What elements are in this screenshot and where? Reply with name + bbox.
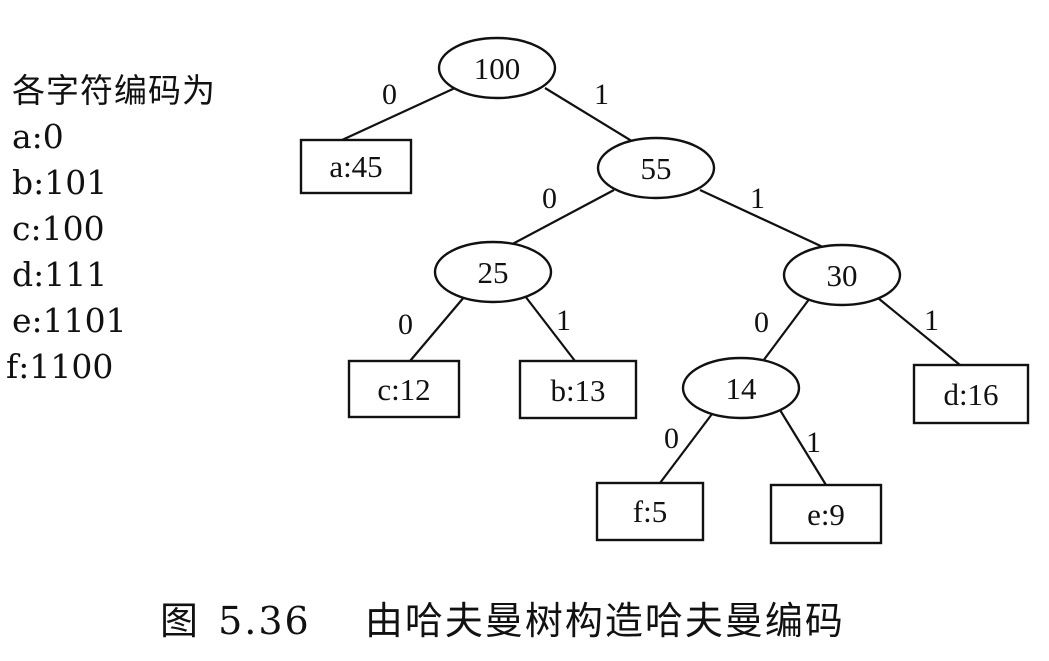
leaf-c-label: c:12 xyxy=(377,372,430,407)
edge-25-b xyxy=(524,295,576,362)
edge-100-a xyxy=(341,87,456,141)
leaf-b xyxy=(518,359,638,420)
code-entry-a: a:0 xyxy=(12,117,64,156)
edge-label-55-25: 0 xyxy=(542,182,557,215)
edge-label-14-e: 1 xyxy=(806,426,821,459)
edge-label-14-f: 0 xyxy=(664,422,679,455)
edge-55-25 xyxy=(504,189,615,249)
node-30 xyxy=(782,243,902,307)
figure-number: 5.36 xyxy=(218,599,311,643)
leaf-e xyxy=(769,483,883,545)
node-30-label: 30 xyxy=(827,258,858,293)
code-entry-e: e:1101 xyxy=(12,301,127,340)
figure-title: 由哈夫曼树构造哈夫曼编码 xyxy=(364,599,845,643)
node-25 xyxy=(433,240,553,304)
leaf-c xyxy=(347,359,461,419)
edge-label-100-a: 0 xyxy=(382,78,397,111)
edge-label-25-c: 0 xyxy=(398,308,413,341)
leaf-a xyxy=(299,138,413,195)
node-14-label: 14 xyxy=(726,371,758,406)
edge-label-30-14: 0 xyxy=(754,306,769,339)
code-entry-d: d:111 xyxy=(12,255,108,294)
code-table: 各字符编码为 a:0 b:101 c:100 d:111 e:1101 f:11… xyxy=(6,68,216,390)
edge-14-e xyxy=(779,409,827,486)
leaf-d xyxy=(912,363,1030,425)
leaf-b-label: b:13 xyxy=(550,373,605,408)
code-table-heading: 各字符编码为 xyxy=(12,71,216,110)
leaf-f xyxy=(595,481,705,542)
leaf-f-label: f:5 xyxy=(633,494,667,529)
edge-label-25-b: 1 xyxy=(556,304,571,337)
code-entry-f: f:1100 xyxy=(6,347,114,386)
edge-14-f xyxy=(659,409,716,484)
edge-label-30-d: 1 xyxy=(924,304,939,337)
edge-55-30 xyxy=(699,189,826,249)
edge-label-55-30: 1 xyxy=(750,182,765,215)
node-14 xyxy=(681,356,801,420)
edge-30-d xyxy=(877,297,961,366)
leaf-d-label: d:16 xyxy=(943,377,998,412)
code-entry-c: c:100 xyxy=(12,209,105,248)
node-25-label: 25 xyxy=(478,255,509,290)
edge-25-c xyxy=(409,295,466,362)
node-55 xyxy=(596,136,716,200)
leaf-a-label: a:45 xyxy=(329,149,382,184)
edge-label-100-55: 1 xyxy=(594,78,609,111)
figure-label: 图 xyxy=(160,599,201,643)
code-entry-b: b:101 xyxy=(12,163,108,202)
leaf-e-label: e:9 xyxy=(807,497,845,532)
tree-edges xyxy=(341,87,961,486)
node-100 xyxy=(437,36,557,100)
node-55-label: 55 xyxy=(641,151,672,186)
figure-caption: 图 5.36 由哈夫曼树构造哈夫曼编码 xyxy=(160,590,845,645)
node-100-label: 100 xyxy=(474,51,521,86)
edge-100-55 xyxy=(544,87,636,144)
edge-30-14 xyxy=(762,297,811,362)
